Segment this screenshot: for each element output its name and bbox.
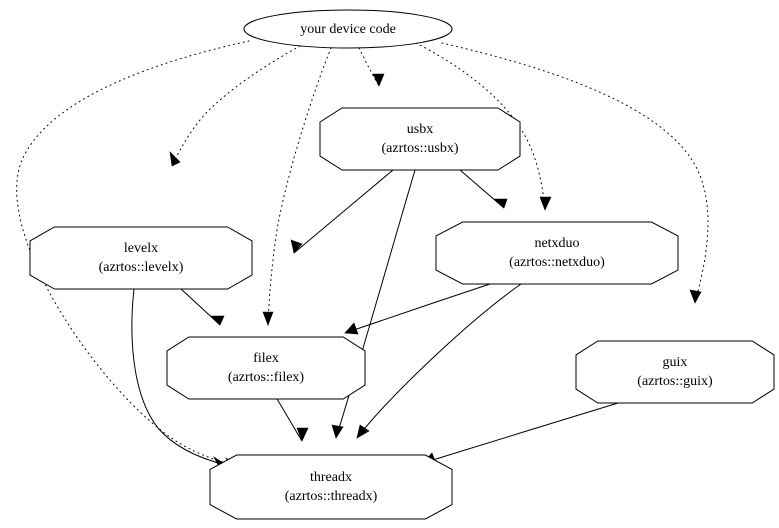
edge-line	[356, 283, 522, 439]
node-shape-octagon	[29, 226, 253, 290]
edge-device-levelx	[169, 45, 301, 167]
node-label-primary: your device code	[300, 22, 396, 37]
arrowhead-icon	[331, 424, 344, 439]
arrowhead-icon	[169, 151, 181, 167]
arrowhead-icon	[493, 198, 508, 209]
node-shape-octagon	[319, 107, 521, 171]
edge-guix-threadx	[422, 402, 619, 465]
arrowhead-icon	[372, 73, 385, 87]
node-shape-ellipse	[243, 9, 453, 49]
node-label-primary: guix	[663, 355, 688, 370]
arrowhead-icon	[296, 427, 309, 442]
edge-line	[131, 288, 227, 466]
edge-line	[180, 288, 221, 326]
node-label-secondary: (azrtos::levelx)	[99, 260, 184, 275]
edge-line	[344, 283, 491, 334]
edge-usbx-netxduo	[459, 169, 508, 209]
node-shape-octagon	[209, 454, 453, 520]
edge-device-guix	[441, 42, 709, 304]
edge-filex-threadx	[276, 398, 309, 442]
edge-device-usbx	[358, 47, 385, 87]
node-label-primary: filex	[253, 351, 279, 366]
node-label-secondary: (azrtos::filex)	[228, 370, 305, 385]
edge-line	[16, 40, 250, 467]
arrowhead-icon	[356, 424, 370, 439]
node-label-primary: usbx	[407, 122, 433, 137]
node-threadx[interactable]: threadx(azrtos::threadx)	[209, 454, 453, 520]
node-shape-octagon	[575, 340, 775, 404]
arrowhead-icon	[262, 311, 274, 326]
edge-device-filex	[262, 47, 332, 326]
node-label-primary: netxduo	[534, 236, 579, 251]
edge-line	[276, 398, 303, 442]
edge-line	[335, 169, 416, 439]
edge-line	[267, 47, 332, 326]
arrowhead-icon	[344, 322, 359, 335]
edge-line	[422, 402, 619, 464]
arrowhead-icon	[689, 289, 702, 304]
node-label-secondary: (azrtos::usbx)	[382, 141, 459, 156]
edge-line	[415, 42, 546, 211]
node-levelx[interactable]: levelx(azrtos::levelx)	[29, 226, 253, 290]
edge-line	[293, 169, 394, 254]
node-device[interactable]: your device code	[243, 9, 453, 49]
edge-line	[358, 47, 380, 87]
edge-line	[441, 42, 709, 304]
edge-usbx-filex	[290, 169, 394, 254]
edge-usbx-threadx	[331, 169, 416, 439]
node-label-primary: levelx	[124, 241, 158, 256]
node-filex[interactable]: filex(azrtos::filex)	[166, 336, 366, 400]
node-guix[interactable]: guix(azrtos::guix)	[575, 340, 775, 404]
arrowhead-icon	[539, 196, 552, 211]
edge-levelx-filex	[180, 288, 225, 326]
node-shape-octagon	[166, 336, 366, 400]
nodes-layer: your device codeusbx(azrtos::usbx)levelx…	[29, 9, 775, 520]
edge-netxduo-threadx	[356, 283, 522, 439]
edge-netxduo-filex	[344, 283, 491, 335]
edge-line	[171, 45, 301, 167]
node-shape-octagon	[435, 221, 679, 285]
node-label-secondary: (azrtos::guix)	[637, 374, 713, 389]
node-netxduo[interactable]: netxduo(azrtos::netxduo)	[435, 221, 679, 285]
node-label-secondary: (azrtos::threadx)	[285, 489, 378, 504]
edges-layer	[16, 40, 709, 471]
node-label-primary: threadx	[310, 470, 352, 485]
edge-device-netxduo	[415, 42, 552, 211]
node-label-secondary: (azrtos::netxduo)	[509, 255, 605, 270]
arrowhead-icon	[210, 315, 225, 326]
node-usbx[interactable]: usbx(azrtos::usbx)	[319, 107, 521, 171]
arrowhead-icon	[290, 239, 303, 254]
